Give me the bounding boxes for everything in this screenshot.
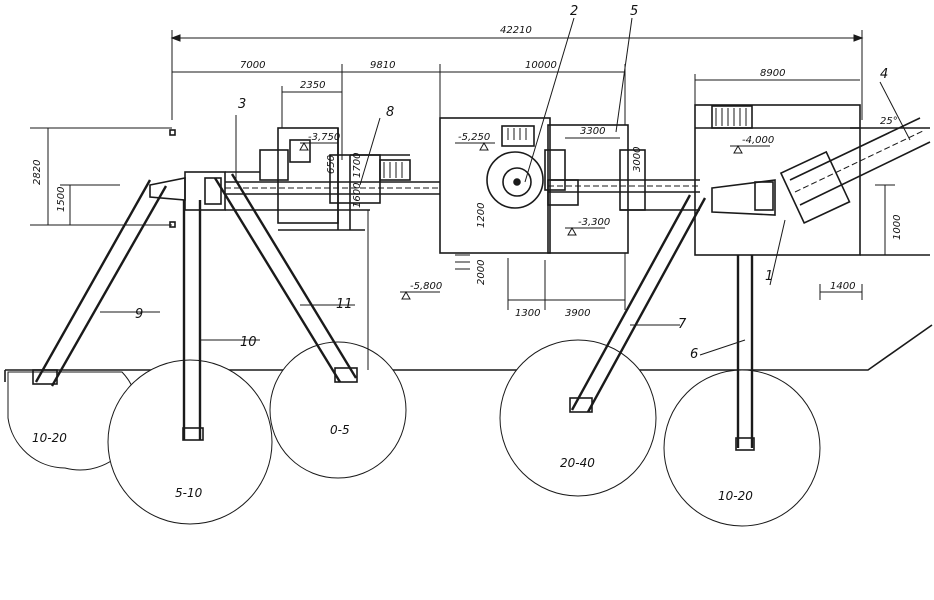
pile-label-5: 10-20 <box>718 489 753 503</box>
pile-label-2: 5-10 <box>175 486 203 500</box>
dim-3000: 3000 <box>632 147 643 172</box>
dim-overall: 42210 <box>500 25 532 36</box>
machine-body <box>149 104 931 370</box>
callout-2: 2 <box>570 4 578 19</box>
pile-label-4: 20-40 <box>560 456 595 470</box>
dim-1700: 1700 <box>352 153 363 178</box>
dim-1200: 1200 <box>476 203 487 228</box>
dim-2000: 2000 <box>476 260 487 285</box>
ground <box>4 324 933 382</box>
dim-1500: 1500 <box>56 187 67 212</box>
elevation-marks: -3,750 -5,250 -4,000 -3,300 -5,800 <box>299 132 774 300</box>
pile-label-3: 0-5 <box>330 423 350 437</box>
pile-label-1: 10-20 <box>32 431 67 445</box>
pile-5 <box>663 369 821 527</box>
pile-2 <box>107 359 273 525</box>
dim-1600: 1600 <box>352 183 363 208</box>
aggregate-piles <box>7 339 821 527</box>
callout-numbers: 1 2 3 4 5 6 7 8 9 10 11 <box>135 4 888 362</box>
callout-4: 4 <box>880 67 888 82</box>
callout-8: 8 <box>386 105 394 120</box>
dimension-lines <box>30 30 895 310</box>
dim-angle: 25° <box>880 116 898 127</box>
stacker-conveyors <box>32 173 755 451</box>
callout-10: 10 <box>240 335 257 350</box>
callout-7: 7 <box>678 317 687 332</box>
dim-seg1: 7000 <box>240 60 265 71</box>
leader-lines <box>100 17 911 356</box>
pile-4 <box>499 339 657 497</box>
dim-seg4: 8900 <box>760 68 785 79</box>
callout-5: 5 <box>630 4 638 19</box>
pile-labels: 10-20 5-10 0-5 20-40 10-20 <box>32 423 753 503</box>
level-1: -3,750 <box>308 132 340 143</box>
callout-11: 11 <box>336 297 353 312</box>
callout-3: 3 <box>238 97 246 112</box>
level-4: -3,300 <box>578 217 610 228</box>
callout-6: 6 <box>690 347 698 362</box>
dim-3300: 3300 <box>580 126 605 137</box>
dim-650: 650 <box>326 155 337 174</box>
dim-1000: 1000 <box>892 215 903 240</box>
dim-2350: 2350 <box>300 80 325 91</box>
dim-1300: 1300 <box>515 308 540 319</box>
dimension-text: 42210 7000 9810 10000 8900 2350 3300 282… <box>32 25 903 319</box>
pile-3 <box>269 341 407 479</box>
level-5: -5,800 <box>410 281 442 292</box>
level-2: -5,250 <box>458 132 490 143</box>
dim-1400: 1400 <box>830 281 855 292</box>
callout-9: 9 <box>135 307 143 322</box>
dim-2820: 2820 <box>32 160 43 185</box>
dim-seg3: 10000 <box>525 60 557 71</box>
dim-seg2: 9810 <box>370 60 395 71</box>
callout-1: 1 <box>765 269 773 284</box>
dim-3900: 3900 <box>565 308 590 319</box>
level-3: -4,000 <box>742 135 774 146</box>
